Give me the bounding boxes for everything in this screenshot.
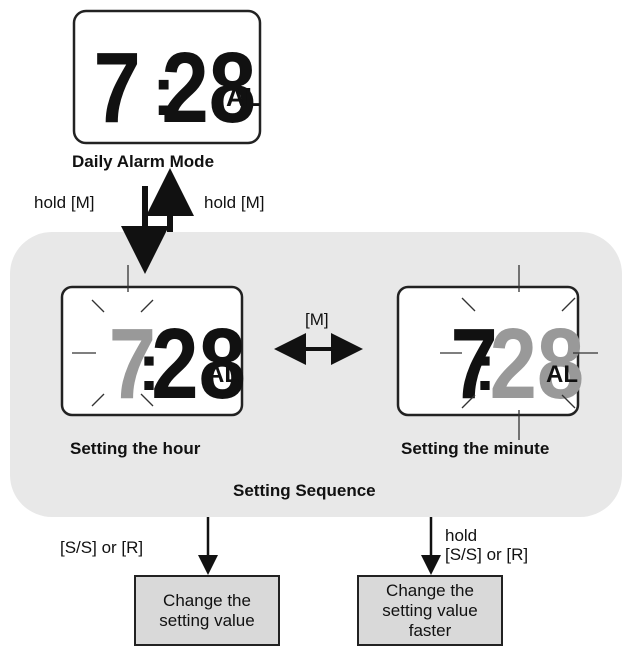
right-button-hold-label: hold xyxy=(445,526,478,545)
box-line: setting value xyxy=(159,611,255,630)
lcd-colon: : xyxy=(474,330,496,404)
lcd-minutes-digits: 28 xyxy=(162,31,257,143)
box-line: setting value xyxy=(382,601,478,620)
right-button-label: [S/S] or [R] xyxy=(445,545,529,564)
lcd-hour-digit: 7 xyxy=(451,307,498,419)
box-line: faster xyxy=(408,621,452,640)
lcd-setting-hour: 7 : 28 AL xyxy=(60,265,246,420)
setting-hour-label: Setting the hour xyxy=(70,439,201,458)
m-button-label: [M] xyxy=(305,310,329,329)
mode-title: Daily Alarm Mode xyxy=(72,152,215,171)
lcd-minutes-digits: 28 xyxy=(151,307,246,419)
lcd-colon: : xyxy=(138,330,160,404)
box-line: Change the xyxy=(163,591,251,610)
lcd-daily-alarm: 7 : 28 AL xyxy=(72,9,262,145)
lcd-colon: : xyxy=(152,52,175,130)
lcd-setting-minute: 7 : 28 AL xyxy=(396,265,598,440)
lcd-al-indicator: AL xyxy=(546,361,578,388)
sequence-title: Setting Sequence xyxy=(233,481,376,500)
left-button-label: [S/S] or [R] xyxy=(60,538,144,557)
hold-m-right-label: hold [M] xyxy=(204,193,265,212)
box-line: Change the xyxy=(386,581,474,600)
change-value-box: Change the setting value xyxy=(134,575,280,646)
lcd-al-indicator: AL xyxy=(207,361,239,388)
lcd-hour-digit: 7 xyxy=(94,31,141,143)
change-value-faster-box: Change the setting value faster xyxy=(357,575,503,646)
hold-m-left-label: hold [M] xyxy=(34,193,95,212)
setting-minute-label: Setting the minute xyxy=(401,439,550,458)
lcd-al-indicator: AL xyxy=(226,82,261,112)
